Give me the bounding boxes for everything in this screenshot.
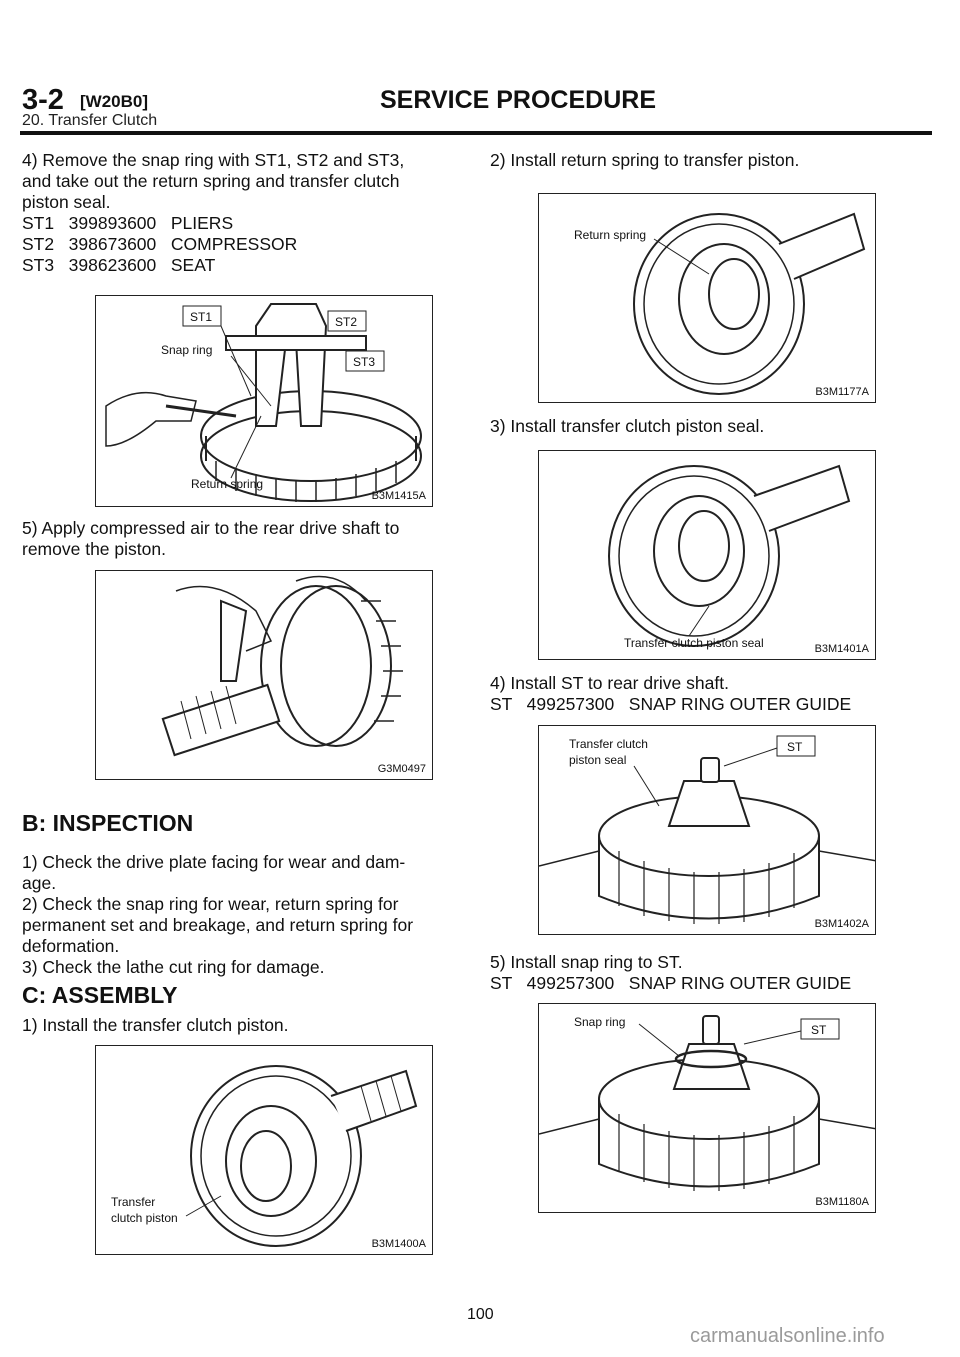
section-subtitle: 20. Transfer Clutch: [22, 112, 158, 129]
left-column: 4) Remove the snap ring with ST1, ST2 an…: [22, 150, 467, 276]
header-rule: [20, 131, 932, 135]
snap-ring-removal-illustration: ST1 ST2 ST3 Snap ring Return spring: [105, 303, 422, 502]
assembly-step-1: 1) Install the transfer clutch piston.: [22, 1015, 289, 1035]
right-step2-block: 2) Install return spring to transfer pis…: [490, 150, 935, 171]
figure-code: B3M1402A: [814, 918, 869, 930]
label-st3: ST3: [353, 355, 375, 369]
removal-step-5: 5) Apply compressed air to the rear driv…: [22, 518, 400, 559]
figure-code: B3M1415A: [371, 490, 426, 502]
removal-step-4: 4) Remove the snap ring with ST1, ST2 an…: [22, 150, 405, 275]
watermark: carmanualsonline.info: [690, 1325, 885, 1347]
section-code: [W20B0]: [80, 92, 149, 111]
assembly-step-4: 4) Install ST to rear drive shaft. ST 49…: [490, 673, 852, 714]
label-return-spring: Return spring: [574, 228, 646, 242]
compressed-air-illustration: [161, 575, 403, 757]
page-title: SERVICE PROCEDURE: [380, 86, 656, 114]
right-step5-block: 5) Install snap ring to ST. ST 499257300…: [490, 952, 935, 994]
label-piston-seal: Transfer clutch piston seal: [624, 636, 764, 650]
figure-code: B3M1401A: [814, 643, 869, 655]
label-return-spring: Return spring: [191, 477, 263, 491]
assembly-step-3: 3) Install transfer clutch piston seal.: [490, 416, 765, 436]
figure-snap-ring-removal: ST1 ST2 ST3 Snap ring Return spring B3M1…: [95, 295, 433, 507]
figure-return-spring: Return spring B3M1177A: [538, 193, 876, 403]
inspection-text: 1) Check the drive plate facing for wear…: [22, 852, 414, 977]
label-snap-ring: Snap ring: [574, 1015, 625, 1029]
section-number: 3-2: [22, 84, 64, 116]
assembly-step1-block: 1) Install the transfer clutch piston.: [22, 1015, 467, 1036]
inspection-block: 1) Check the drive plate facing for wear…: [22, 852, 467, 978]
figure-snap-ring-install: Snap ring ST B3M1180A: [538, 1003, 876, 1213]
figure-piston-seal: Transfer clutch piston seal B3M1401A: [538, 450, 876, 660]
snap-ring-install-illustration: Snap ring ST: [539, 1015, 875, 1191]
assembly-heading: C: ASSEMBLY: [22, 982, 178, 1008]
figure-code: G3M0497: [377, 763, 426, 775]
assembly-step-5: 5) Install snap ring to ST. ST 499257300…: [490, 952, 852, 993]
label-st1: ST1: [190, 310, 212, 324]
label-st: ST: [787, 740, 803, 754]
figure-compressed-air: G3M0497: [95, 570, 433, 780]
label-st: ST: [811, 1023, 827, 1037]
piston-seal-illustration: Transfer clutch piston seal: [608, 464, 851, 650]
return-spring-illustration: Return spring: [574, 212, 866, 395]
page-number: 100: [467, 1306, 494, 1323]
figure-code: B3M1180A: [815, 1196, 869, 1208]
right-step3-block: 3) Install transfer clutch piston seal.: [490, 416, 935, 437]
assembly-step-2: 2) Install return spring to transfer pis…: [490, 150, 800, 170]
inspection-heading: B: INSPECTION: [22, 810, 194, 836]
left-step5-block: 5) Apply compressed air to the rear driv…: [22, 518, 467, 560]
label-st2: ST2: [335, 315, 357, 329]
right-step4-block: 4) Install ST to rear drive shaft. ST 49…: [490, 673, 935, 715]
label-snap-ring: Snap ring: [161, 343, 212, 357]
figure-code: B3M1400A: [371, 1238, 426, 1250]
figure-code: B3M1177A: [815, 386, 869, 398]
